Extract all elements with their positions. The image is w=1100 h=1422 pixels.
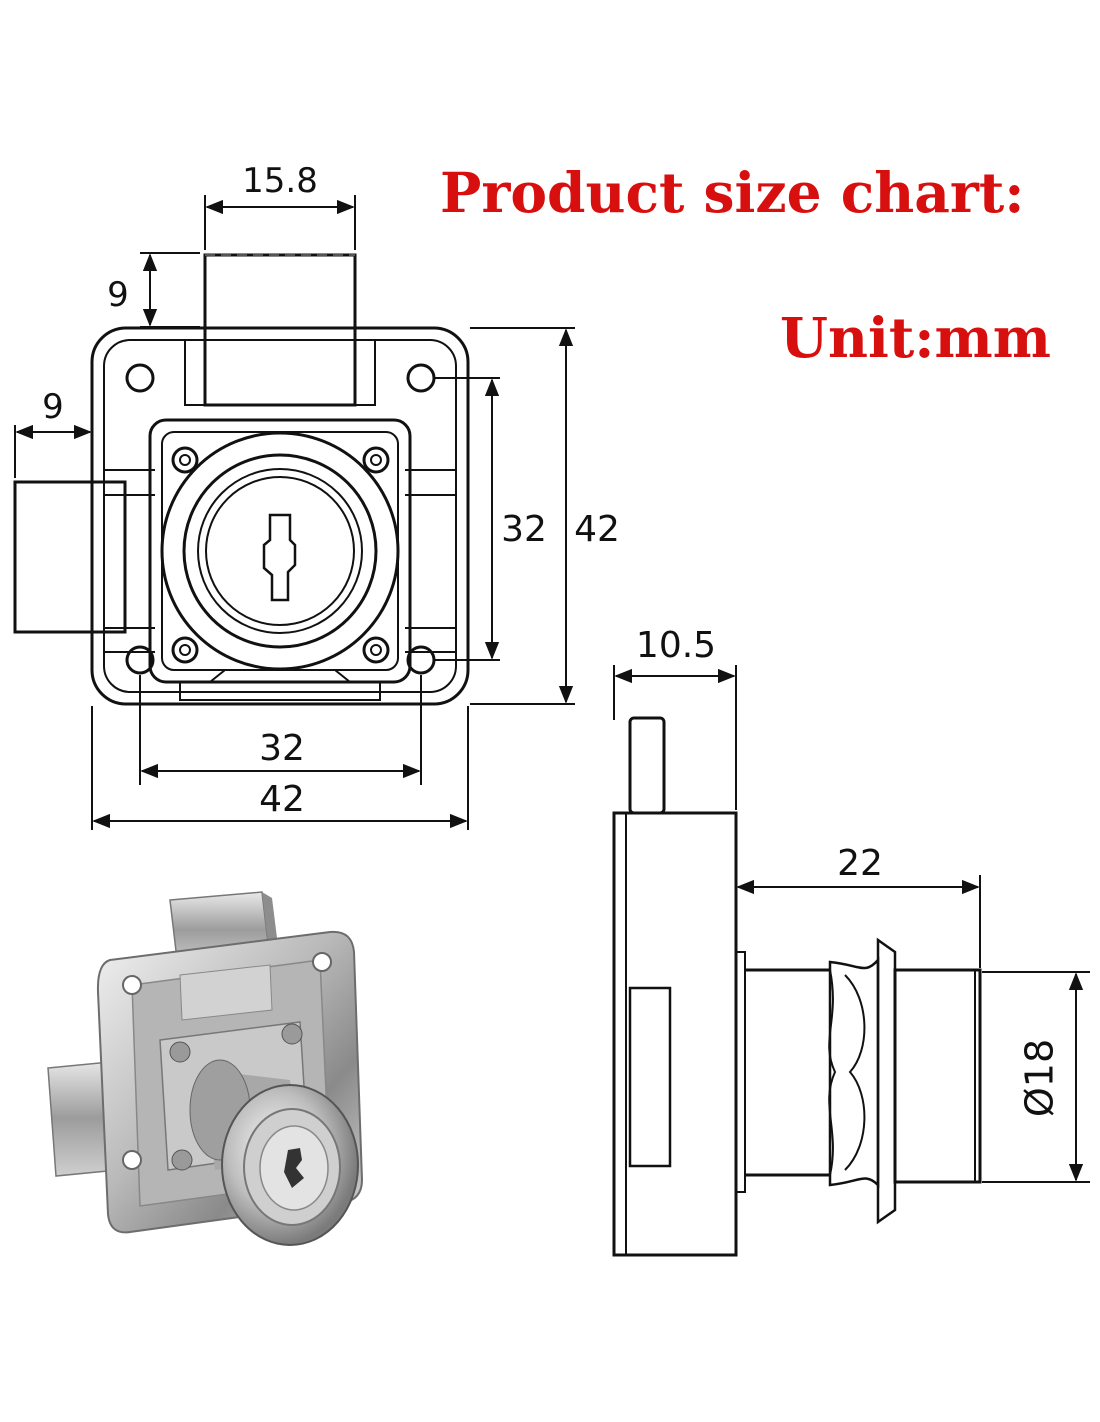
front-bolt-top [203, 253, 357, 407]
keyhole-icon [262, 513, 297, 602]
front-bolt-side [13, 480, 127, 634]
front-plate [148, 418, 412, 684]
chart-title: Product size chart: [440, 160, 1025, 225]
lock-photo [47, 891, 364, 1246]
dim-cylinder-length: 22 [837, 843, 883, 884]
front-body-outer [90, 326, 470, 706]
dim-cylinder-diameter: Ø18 [1018, 1039, 1062, 1117]
side-bolt [628, 716, 666, 815]
side-body [612, 811, 738, 1257]
side-cylinder [893, 968, 982, 1184]
side-cap [876, 937, 897, 1225]
front-cylinder-outer [160, 431, 400, 671]
front-dimensions [14, 195, 575, 830]
dim-body-height: 42 [574, 509, 620, 550]
front-view [13, 253, 470, 706]
dim-hole-horizontal: 32 [259, 728, 305, 769]
side-slot [628, 986, 672, 1168]
dim-bolt-top: 9 [107, 275, 129, 315]
dim-body-depth: 10.5 [636, 625, 716, 666]
dim-bolt-side: 9 [42, 387, 64, 427]
dim-bolt-width: 15.8 [242, 161, 318, 201]
photo-keyhole-icon [284, 1148, 304, 1188]
unit-label: Unit:mm [780, 305, 1051, 370]
dim-body-width: 42 [259, 779, 305, 820]
side-dimensions [613, 665, 1090, 1183]
side-view [612, 716, 982, 1257]
dim-hole-vertical: 32 [501, 509, 547, 550]
